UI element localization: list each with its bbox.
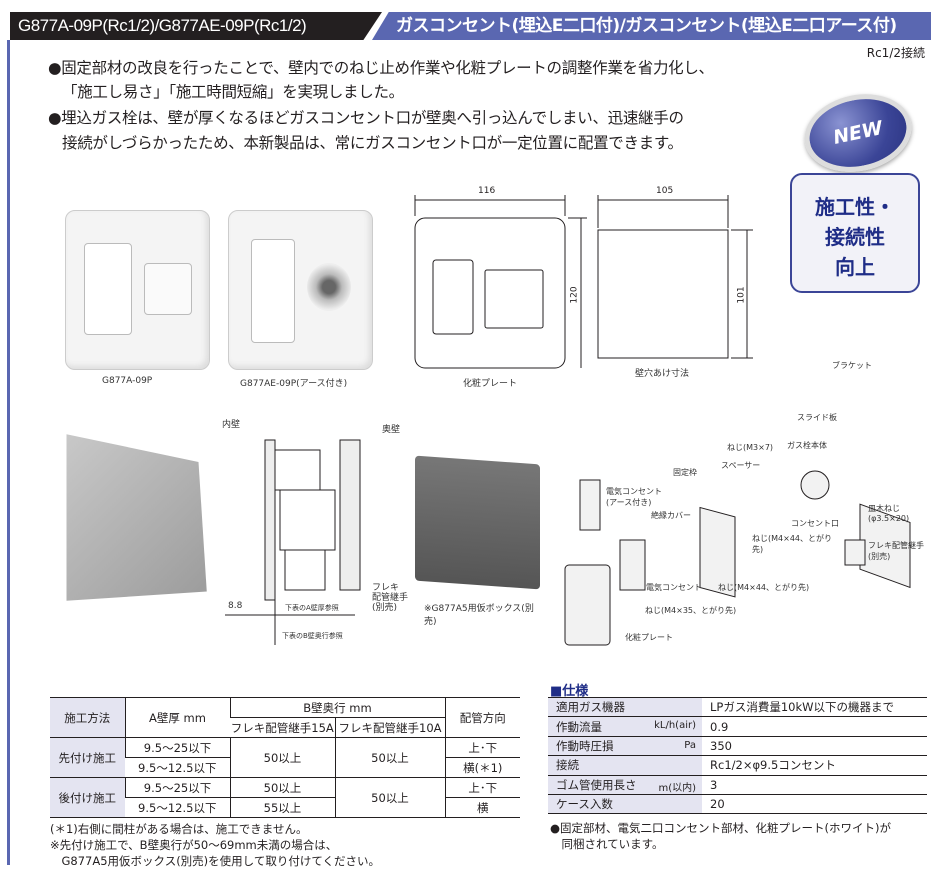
bullet-1-cont: 「施工し易さ」「施工時間短縮」を実現しました。 [62, 83, 404, 101]
inner-wall-label: 内壁 [222, 420, 241, 430]
spec-value: Rc1/2×φ9.5コンセント [702, 755, 927, 776]
part-label: ガス栓本体 [787, 441, 827, 450]
back-wall-label: 奥壁 [382, 425, 401, 435]
part-label: ねじ(M4×44、とがり先) [718, 583, 810, 592]
product-image-g877a [65, 210, 210, 370]
product-caption: G877A-09P [102, 376, 153, 386]
flex-joint-label: フレキ 配管継手 (別売) [372, 583, 409, 613]
b-ref-label: 下表のB壁奥行参照 [282, 632, 343, 640]
box-caption: ※G877A5用仮ボックス(別売) [424, 604, 534, 627]
col-header: 配管方向 [444, 697, 520, 738]
cell: 50以上 [229, 777, 335, 798]
cell: 9.5～12.5以下 [125, 757, 230, 778]
part-label: 電気コンセント [646, 583, 702, 592]
install-notes: (＊1)右側に間柱がある場合は、施工できません。 ※先付け施工で、B壁奥行が50… [50, 821, 380, 869]
col-header: B壁奥行 mm [229, 697, 445, 718]
spec-value: 3 [702, 774, 927, 795]
feature-line: 向上 [835, 255, 875, 279]
part-label: ねじ(M4×35、とがり先) [645, 606, 737, 615]
temporary-box-image [415, 455, 540, 590]
hole-width: 105 [656, 186, 674, 196]
model-title: G877A-09P(Rc1/2)/G877AE-09P(Rc1/2) [10, 12, 382, 40]
part-label: コンセント口 [791, 519, 839, 528]
part-label: 固定枠 [673, 468, 697, 477]
bullet-1: ●固定部材の改良を行ったことで、壁内でのねじ止め作業や化粧プレートの調整作業を省… [48, 59, 714, 77]
part-label: スペーサー [721, 461, 761, 470]
assembly-photo [66, 434, 207, 601]
spec-value: 350 [702, 735, 927, 756]
cell: 横 [444, 797, 520, 818]
cell: 横(＊1) [444, 757, 520, 778]
row-label: 後付け施工 [50, 777, 125, 818]
feature-line: 接続性 [825, 225, 885, 249]
col-header: A壁厚 mm [124, 697, 230, 738]
spec-title: ■仕様 [550, 684, 589, 699]
part-label: ねじ(M3×7) [727, 443, 774, 452]
product-caption: G877AE-09P(アース付き) [240, 379, 348, 389]
cell: 50以上 [334, 777, 445, 818]
plate-width: 116 [478, 186, 496, 196]
hole-height: 101 [736, 286, 747, 304]
row-label: 先付け施工 [50, 737, 125, 778]
hole-caption: 壁穴あけ寸法 [635, 369, 690, 379]
note-line: (＊1)右側に間柱がある場合は、施工できません。 [50, 822, 308, 836]
note-line: ※先付け施工で、B壁奥行が50～69mm未満の場合は、 [50, 838, 338, 852]
cell: 9.5～25以下 [124, 777, 230, 798]
feature-box: 施工性・ 接続性 向上 [790, 173, 920, 293]
part-label: 絶縁カバー [651, 511, 691, 520]
bullet-2: ●埋込ガス栓は、壁が厚くなるほどガスコンセント口が壁奥へ引っ込んでしまい、迅速継… [48, 109, 684, 127]
cell: 上･下 [444, 737, 520, 758]
product-title: ガスコンセント(埋込E二口付)/ガスコンセント(埋込E二口アース付) [372, 12, 931, 40]
cell: 50以上 [229, 737, 335, 778]
spec-label: 適用ガス機器 [548, 696, 702, 717]
section-diagram [225, 439, 361, 645]
part-label: スライド板 [797, 413, 837, 422]
col-header: フレキ配管継手15A [230, 717, 335, 738]
part-label: ブラケット [832, 361, 872, 370]
offset-value: 8.8 [228, 601, 243, 611]
spec-note: ●固定部材、電気二口コンセント部材、化粧プレート(ホワイト)が 同梱されています… [550, 820, 891, 852]
col-header: 施工方法 [50, 697, 125, 738]
part-label: 皿木ねじ(φ3.5×20) [868, 504, 910, 523]
feature-line: 施工性・ [815, 195, 895, 219]
spec-label: 接続 [548, 755, 702, 776]
cell: 9.5～25以下 [124, 737, 230, 758]
note-line: 同梱されています。 [550, 837, 664, 851]
plate-caption: 化粧プレート [463, 379, 518, 389]
cell: 9.5～12.5以下 [125, 797, 230, 818]
a-ref-label: 下表のA壁厚参照 [285, 604, 339, 612]
dimension-drawing [414, 195, 753, 369]
spec-value: LPガス消費量10kW以下の機器まで [702, 696, 927, 717]
bullet-2-cont: 接続がしづらかったため、本新製品は、常にガスコンセント口が一定位置に配置できます… [62, 134, 683, 152]
cell: 55以上 [229, 797, 335, 818]
left-border [7, 40, 10, 865]
plate-height: 120 [569, 286, 580, 304]
product-image-g877ae [228, 210, 373, 370]
new-badge: NEW [797, 84, 919, 182]
note-line: ●固定部材、電気二口コンセント部材、化粧プレート(ホワイト)が [550, 821, 892, 835]
part-label: ねじ(M4×44、とがり先) [752, 534, 832, 554]
note-line: G877A5用仮ボックス(別売)を使用して取り付けてください。 [50, 854, 380, 868]
exploded-view [564, 470, 911, 646]
connection-label: Rc1/2接続 [866, 46, 925, 60]
col-header: フレキ配管継手10A [334, 717, 445, 738]
cell: 上･下 [444, 777, 520, 798]
cell: 50以上 [334, 737, 445, 778]
part-label: 化粧プレート [625, 633, 673, 642]
spec-label: ケース入数 [548, 793, 702, 814]
part-label: フレキ配管継手(別売) [868, 541, 924, 561]
part-label: 電気コンセント(アース付き) [606, 487, 662, 507]
spec-value: 20 [702, 793, 927, 814]
spec-value: 0.9 [702, 716, 927, 737]
